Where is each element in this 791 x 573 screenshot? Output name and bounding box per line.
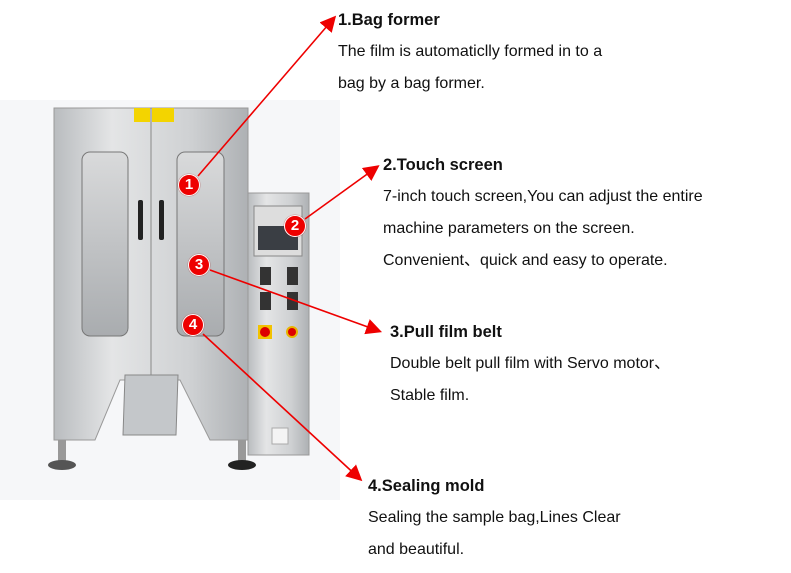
callout-text: 7-inch touch screen,You can adjust the e…	[383, 188, 703, 205]
power-socket	[271, 427, 289, 445]
callout-arrows	[197, 15, 383, 482]
callout-text: machine parameters on the screen.	[383, 220, 635, 237]
panel-buttons	[260, 267, 298, 310]
callout-badge-1: 1	[178, 174, 200, 196]
door-handle	[138, 200, 143, 240]
callout-badge-4: 4	[182, 314, 204, 336]
callout-text: and beautiful.	[368, 541, 465, 558]
callout-title: 2.Touch screen	[383, 156, 503, 174]
callout-text: Stable film.	[390, 387, 470, 404]
warning-label	[134, 108, 150, 122]
callout-badge-3: 3	[188, 254, 210, 276]
right-window	[176, 151, 225, 337]
callout-pull-film-belt: 3.Pull film belt Double belt pull film w…	[390, 316, 670, 412]
left-window	[81, 151, 129, 337]
callout-title: 4.Sealing mold	[368, 477, 485, 495]
callout-touch-screen: 2.Touch screen 7-inch touch screen,You c…	[383, 149, 703, 277]
callout-text: Double belt pull film with Servo motor、	[390, 355, 671, 372]
callout-bag-former: 1.Bag former The film is automaticlly fo…	[338, 4, 602, 100]
callout-text: The film is automaticlly formed in to a	[338, 43, 603, 60]
callout-text: Convenient、quick and easy to operate.	[383, 252, 668, 269]
door-handle	[159, 200, 164, 240]
callout-title: 3.Pull film belt	[390, 323, 502, 341]
callout-text: Sealing the sample bag,Lines Clear	[368, 509, 621, 526]
callout-text: bag by a bag former.	[338, 75, 485, 92]
foot	[48, 460, 76, 470]
callout-title: 1.Bag former	[338, 11, 440, 29]
callout-sealing-mold: 4.Sealing mold Sealing the sample bag,Li…	[368, 470, 621, 566]
warning-label	[152, 108, 174, 122]
foot	[228, 460, 256, 470]
discharge-chute	[122, 374, 179, 436]
callout-badge-2: 2	[284, 215, 306, 237]
